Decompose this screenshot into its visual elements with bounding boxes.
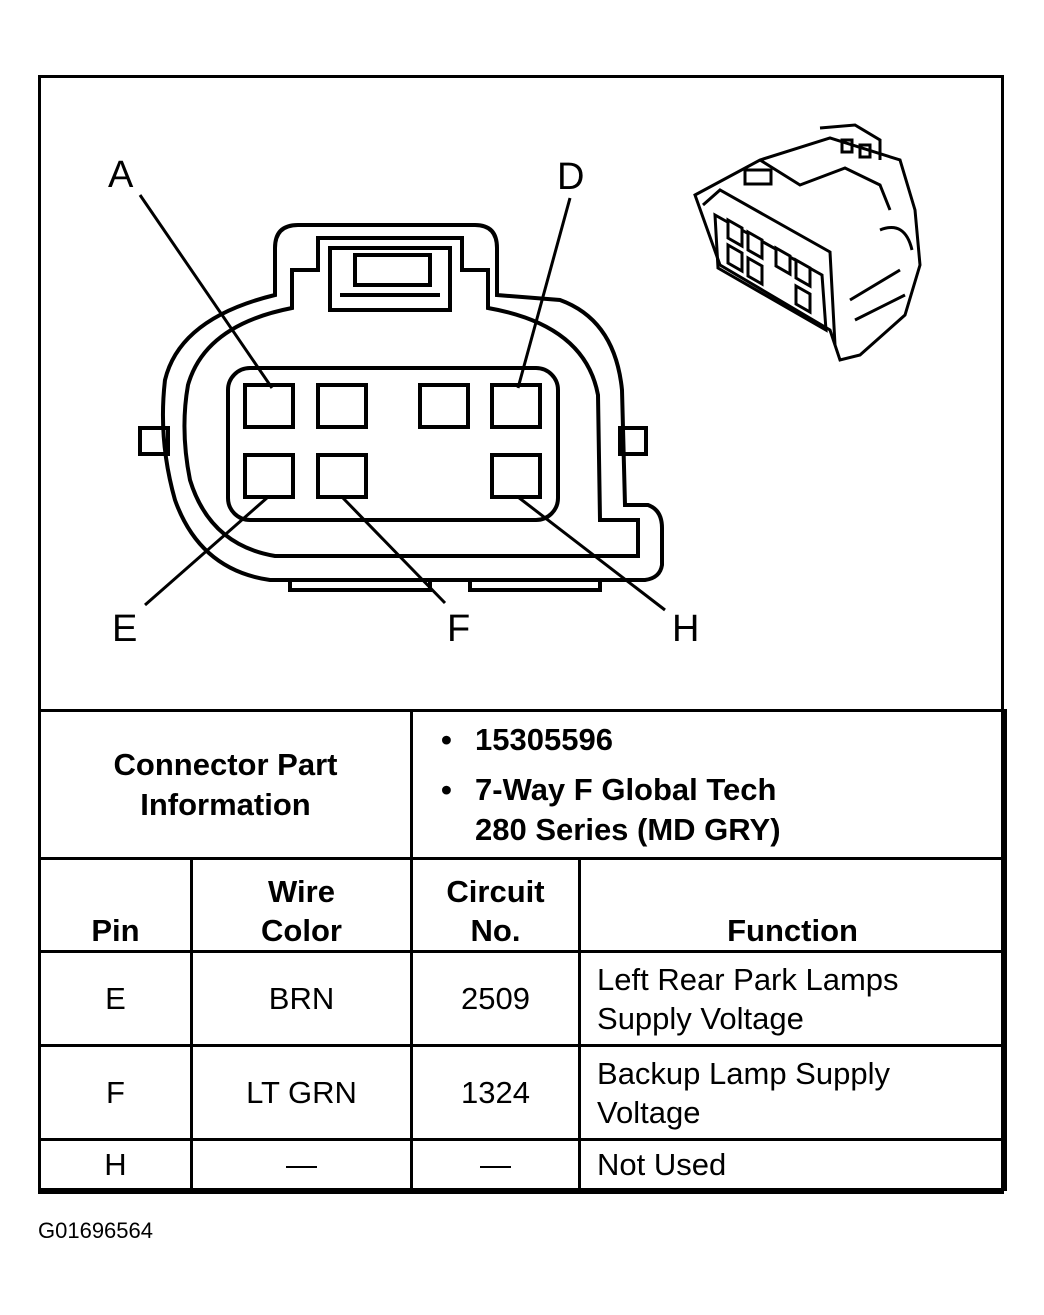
circuit-cell: — (410, 1138, 582, 1191)
left-tab (138, 426, 170, 456)
cavity-block (226, 366, 560, 522)
connector-info-table: Connector Part Information • 15305596 • … (37, 709, 1008, 1191)
leader-F (340, 495, 447, 605)
header-function: Function (578, 857, 1008, 953)
connector-part-details: • 15305596 • 7-Way F Global Tech 280 Ser… (410, 709, 1008, 860)
diagram-frame (38, 75, 1004, 1194)
connector-part-row: Connector Part Information • 15305596 • … (37, 709, 1008, 860)
pin-label-E: E (112, 608, 138, 650)
pin-cell: H (38, 1138, 193, 1191)
connector-inner-outline (182, 236, 640, 558)
part-number: • 15305596 (441, 721, 613, 757)
pin-label-A: A (108, 154, 134, 196)
circuit-cell: 1324 (410, 1044, 582, 1141)
pin-label-H: H (672, 608, 700, 650)
pin-cell: F (38, 1044, 193, 1141)
leader-H (517, 495, 666, 612)
pin-cell: E (38, 950, 193, 1047)
wire-color-cell: LT GRN (189, 1044, 414, 1141)
leader-D (516, 197, 572, 389)
circuit-cell: 2509 (410, 950, 582, 1047)
table-row: H — — Not Used (38, 1138, 1008, 1191)
part-description: • 7-Way F Global Tech (441, 771, 777, 807)
connector-outline (161, 223, 664, 582)
cavity-A (243, 383, 295, 429)
cavity-C (418, 383, 470, 429)
header-pin: Pin (38, 857, 193, 953)
wire-color-cell: BRN (189, 950, 414, 1047)
figure-id-caption: G01696564 (38, 1218, 153, 1243)
cavity-H (490, 453, 542, 499)
wire-color-cell: — (189, 1138, 414, 1191)
pin-label-D: D (557, 156, 585, 198)
cavity-D (490, 383, 542, 429)
pin-label-F: F (447, 608, 471, 650)
cavity-E (243, 453, 295, 499)
right-tab (618, 426, 648, 456)
leader-E (144, 495, 269, 607)
cavity-F (316, 453, 368, 499)
cavity-B (316, 383, 368, 429)
connector-latch (328, 246, 452, 312)
connector-part-title: Connector Part Information (37, 709, 414, 860)
leader-A (138, 194, 274, 389)
connector-perspective-view (693, 123, 922, 362)
function-cell: Not Used (578, 1138, 1008, 1191)
